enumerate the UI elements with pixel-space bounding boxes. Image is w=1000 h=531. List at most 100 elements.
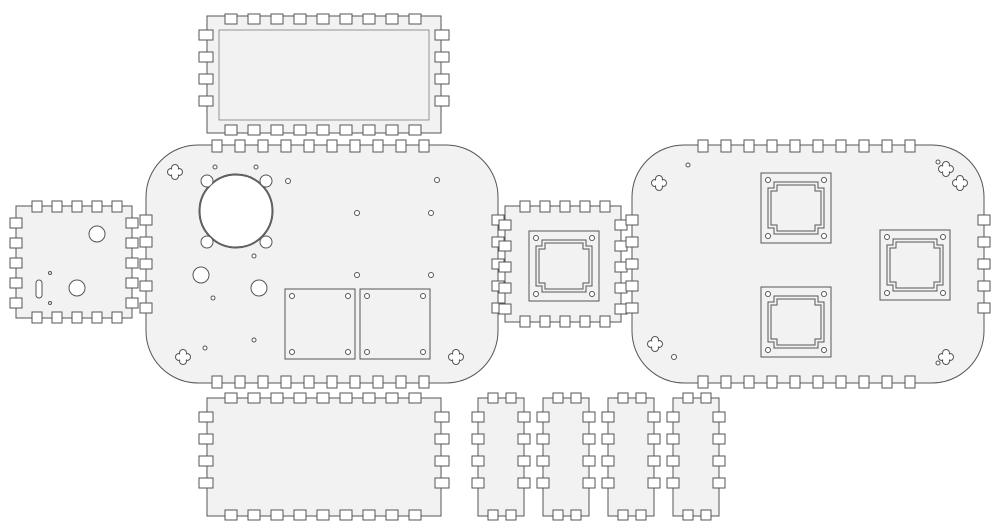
notch (904, 139, 916, 153)
hole (364, 349, 370, 355)
notch (71, 311, 83, 324)
notch (536, 455, 550, 467)
hole (68, 279, 86, 297)
notch (617, 392, 629, 404)
notch (349, 375, 361, 389)
notch (234, 375, 246, 389)
notch (519, 315, 531, 328)
notch (316, 509, 330, 521)
bottom-side-panel-outline (206, 397, 442, 517)
hole (884, 234, 890, 240)
hole (48, 271, 52, 275)
notch (812, 139, 824, 153)
notch (881, 139, 893, 153)
module-inner-outline (770, 184, 822, 232)
notch (91, 200, 103, 213)
notch (517, 455, 531, 467)
notch (471, 411, 485, 423)
notch (198, 51, 214, 63)
mount-ear (200, 174, 214, 188)
hole (821, 233, 827, 239)
notch (293, 392, 307, 404)
notch (234, 139, 246, 153)
hole (821, 177, 827, 183)
notch (647, 411, 661, 423)
hole (765, 347, 771, 353)
hole (345, 349, 351, 355)
right-module-bottom (760, 286, 832, 358)
strip-outline (542, 397, 590, 517)
notch (303, 375, 315, 389)
slot-cutout (35, 279, 43, 299)
notch (881, 375, 893, 389)
bottom-side-panel (198, 392, 450, 521)
notch (471, 455, 485, 467)
notch (9, 237, 23, 249)
notch (9, 297, 23, 309)
notch (434, 433, 450, 445)
notch (570, 509, 582, 521)
hole (210, 295, 216, 301)
notch (247, 392, 261, 404)
notch (536, 477, 550, 489)
module-outline (879, 229, 951, 301)
notch (139, 236, 153, 248)
notch (9, 257, 23, 269)
notch (487, 509, 499, 521)
notch (559, 315, 571, 328)
notch (697, 139, 709, 153)
hole (428, 272, 434, 278)
notch (720, 139, 732, 153)
module-inner-outline (538, 242, 590, 290)
notch (408, 392, 422, 404)
hole (364, 293, 370, 299)
notch (498, 303, 512, 315)
notch (599, 200, 611, 213)
notch (835, 375, 847, 389)
notch (9, 217, 23, 229)
notch (139, 258, 153, 270)
notch (625, 214, 639, 226)
hole (289, 349, 295, 355)
notch (372, 139, 384, 153)
notch (835, 139, 847, 153)
module-outline (528, 230, 600, 302)
cutout-fill (199, 174, 273, 248)
small-strip-panel-1 (471, 392, 531, 521)
notch (625, 302, 639, 314)
notch (712, 411, 726, 423)
notch (552, 392, 564, 404)
center-connector-panel-outline (504, 205, 622, 323)
notch (198, 95, 214, 107)
right-base-plate (625, 139, 991, 389)
hole (765, 177, 771, 183)
notch (198, 477, 214, 489)
notch (625, 280, 639, 292)
module-inner-outline (767, 295, 825, 349)
notch (198, 411, 214, 423)
hole (589, 235, 595, 241)
module-inner-outline (889, 241, 941, 289)
square-module-1 (284, 288, 356, 360)
notch (579, 200, 591, 213)
notch (614, 282, 628, 294)
notch (111, 200, 123, 213)
notch (789, 375, 801, 389)
notch (362, 13, 376, 25)
mount-ear (259, 174, 273, 188)
notch (536, 411, 550, 423)
module-inner-outline (770, 298, 822, 346)
notch (71, 200, 83, 213)
clover-mount-bottom-left (647, 336, 663, 352)
notch (198, 73, 214, 85)
notch (712, 455, 726, 467)
notch (700, 509, 712, 521)
main-base-plate-notches (139, 139, 505, 389)
notch (385, 124, 399, 136)
notch (498, 240, 512, 252)
notch (858, 375, 870, 389)
notch (625, 236, 639, 248)
notch (582, 477, 596, 489)
hole (251, 253, 257, 259)
